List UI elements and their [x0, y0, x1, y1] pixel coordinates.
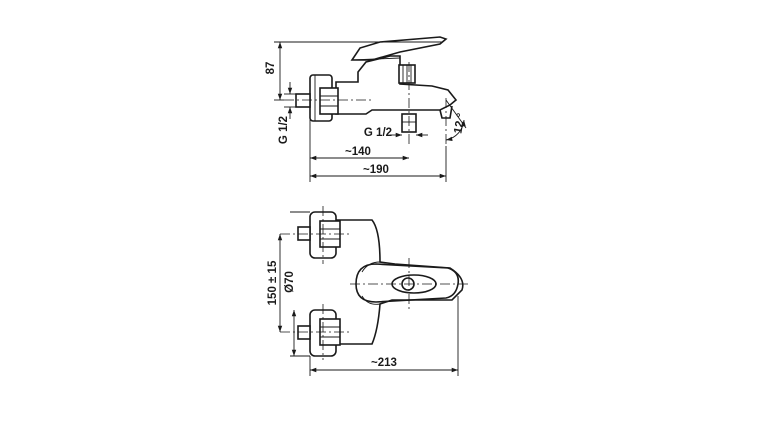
dim-diameter-label: Ø70 [284, 271, 296, 293]
top-lever [355, 263, 460, 303]
dim-inlet-thread-label: G 1/2 [278, 116, 290, 144]
dim-height-label: 87 [265, 62, 277, 75]
side-body-outline [335, 55, 458, 115]
side-inlet-pipe [295, 93, 311, 108]
dim-center-distance-label: 150 ± 15 [267, 260, 279, 305]
top-body-outline [334, 219, 464, 345]
side-lever [350, 36, 448, 61]
dim-overall-length-label: ~213 [371, 357, 397, 369]
side-nut [319, 87, 339, 115]
top-pipe-lower [297, 325, 311, 340]
top-view: 150 ± 15 Ø70 ~213 [267, 206, 470, 376]
side-view: 87 G 1/2 G 1/2 12 ° ~140 ~190 [265, 36, 468, 182]
dim-angle-arc [445, 119, 466, 142]
dim-angle-label: 12 ° [452, 112, 467, 135]
dim-outlet-thread-label: G 1/2 [364, 127, 392, 139]
top-pipe-upper [297, 226, 311, 241]
dim-outlet-distance-label: ~140 [345, 146, 371, 158]
dim-spout-reach-label: ~190 [363, 164, 389, 176]
